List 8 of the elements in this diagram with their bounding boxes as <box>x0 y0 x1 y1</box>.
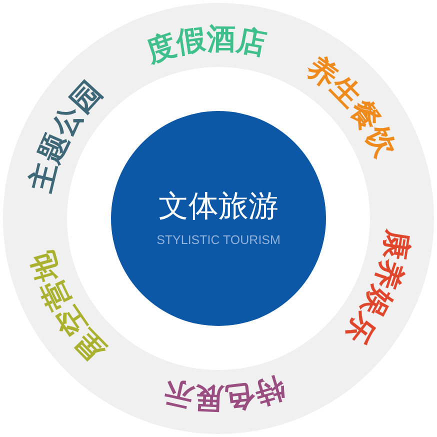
ring-label: 特色展示 <box>161 370 289 416</box>
center-title: 文体旅游 <box>158 188 278 224</box>
ring-label: 星空营地 <box>24 248 113 368</box>
center-subtitle: STYLISTIC TOURISM <box>156 232 280 248</box>
ring-label: 养生餐饮 <box>300 49 403 162</box>
ring-label: 度假酒店 <box>142 21 270 69</box>
ring-label: 康养娱乐 <box>338 228 416 350</box>
ring-label: 主题公园 <box>23 74 108 195</box>
